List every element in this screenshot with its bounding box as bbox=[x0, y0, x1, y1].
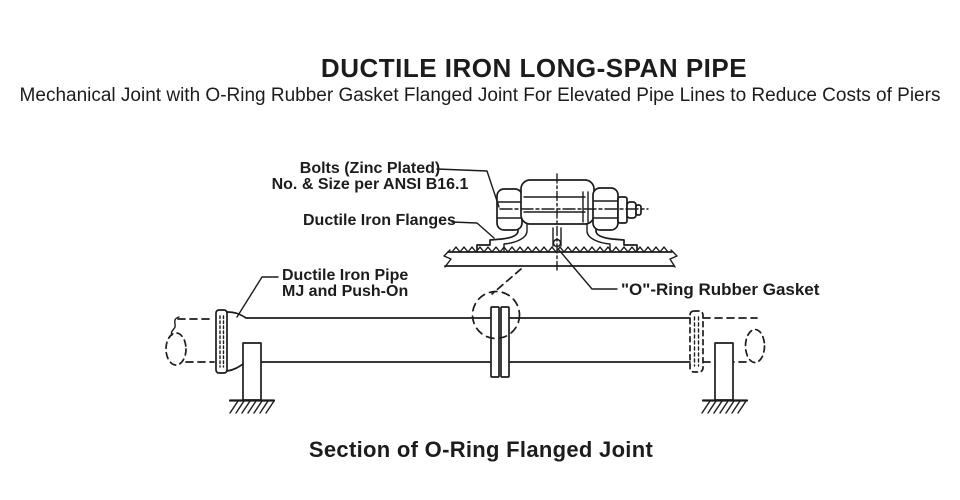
label-pipe: Ductile Iron Pipe MJ and Push-On bbox=[282, 268, 408, 299]
left-bell-joint bbox=[216, 310, 227, 373]
joint-detail bbox=[444, 174, 677, 294]
label-gasket: "O"-Ring Rubber Gasket bbox=[621, 280, 820, 299]
right-pier bbox=[702, 343, 747, 413]
flange-right bbox=[587, 224, 637, 252]
bolt-tip-end bbox=[636, 205, 641, 215]
pipe-end-ellipse bbox=[166, 333, 186, 365]
bolt-tip bbox=[627, 202, 636, 218]
label-bolts: Bolts (Zinc Plated) No. & Size per ANSI … bbox=[270, 161, 470, 192]
pipe-elevation bbox=[166, 292, 765, 414]
detail-callout-circle bbox=[473, 292, 520, 339]
leader-flanges bbox=[452, 222, 494, 238]
left-pier bbox=[230, 343, 274, 413]
pipe-body-lines bbox=[227, 312, 690, 371]
washer bbox=[618, 197, 627, 223]
label-bolts-line2: No. & Size per ANSI B16.1 bbox=[271, 175, 469, 193]
figure-caption: Section of O-Ring Flanged Joint bbox=[308, 437, 654, 462]
right-pipe-continuation bbox=[703, 318, 765, 363]
page-subtitle: Mechanical Joint with O-Ring Rubber Gask… bbox=[19, 85, 941, 106]
page-title: DUCTILE IRON LONG-SPAN PIPE bbox=[320, 53, 748, 83]
left-pipe-continuation bbox=[166, 317, 214, 365]
break-left bbox=[444, 250, 451, 267]
pipe-end-ellipse bbox=[746, 330, 765, 363]
leader-bolts bbox=[437, 169, 499, 207]
leader-lines bbox=[237, 169, 617, 317]
ground-hatch bbox=[702, 401, 746, 413]
label-bolts-line1: Bolts (Zinc Plated) bbox=[299, 160, 441, 177]
flange-hub-sleeve bbox=[521, 180, 594, 224]
break-right bbox=[670, 250, 677, 267]
flange-left bbox=[477, 224, 527, 252]
label-pipe-line2: MJ and Push-On bbox=[282, 282, 409, 300]
label-pipe-line1: Ductile Iron Pipe bbox=[282, 267, 409, 284]
detail-pipe-wall bbox=[444, 247, 677, 267]
ground-hatch bbox=[230, 401, 274, 413]
bolt-assembly bbox=[497, 180, 648, 230]
break-squiggle bbox=[171, 317, 179, 335]
label-flanges: Ductile Iron Flanges bbox=[303, 212, 456, 229]
leader-pipe bbox=[237, 277, 278, 317]
detail-link-line bbox=[492, 269, 521, 294]
leader-gasket bbox=[559, 250, 617, 289]
right-bell-joint bbox=[690, 311, 703, 372]
midspan-flange-pair bbox=[491, 307, 509, 377]
serrated-gasket-surface bbox=[452, 247, 668, 252]
